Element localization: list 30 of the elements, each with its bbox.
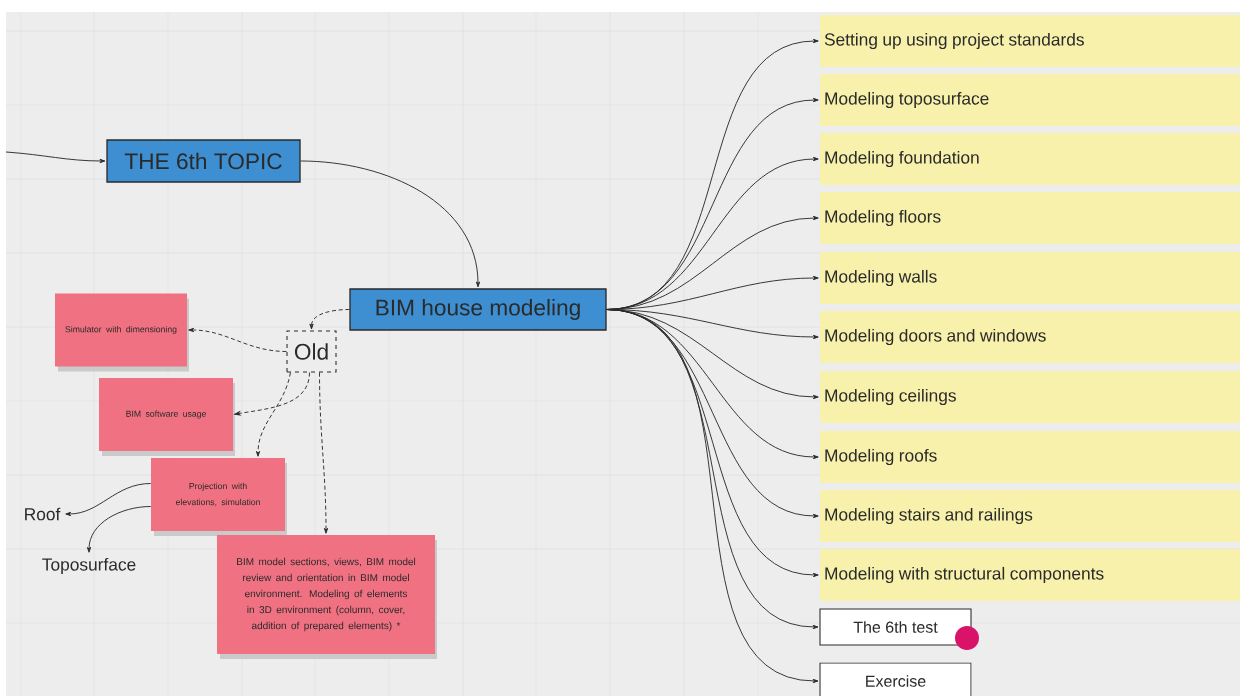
task-box: Modeling floors [820, 192, 1240, 244]
node-label: Toposurface [42, 557, 136, 575]
task-box: Modeling toposurface [820, 74, 1240, 126]
group-box: Old [286, 330, 337, 373]
topic-box: BIM house modeling [349, 288, 607, 331]
task-box: Modeling doors and windows [820, 311, 1240, 363]
arrow [255, 372, 291, 457]
arrow [234, 372, 310, 416]
arrow [5, 151, 106, 164]
task-box: The 6th test [819, 608, 972, 646]
arrow [65, 483, 152, 517]
task-box: Modeling ceilings [820, 371, 1240, 423]
task-box: Modeling with structural components [820, 549, 1240, 601]
arrow [319, 372, 329, 534]
arrow [188, 327, 287, 352]
sticky-note: BIM software usage [99, 378, 235, 456]
sticky-note: Projection with elevations, simulation [151, 458, 287, 536]
node-label: Roof [25, 507, 61, 521]
task-box: Exercise [819, 662, 972, 696]
task-box: Modeling foundation [820, 133, 1240, 185]
arrow [309, 309, 350, 330]
task-box: Modeling walls [820, 252, 1240, 304]
sticky-note: BIM model sections, views, BIM model review and orientation in BIM model environment. Modeling of elements in 3D environment (column, cover, addition of prepared elements) * [217, 535, 437, 659]
task-box: Setting up using project standards [820, 15, 1240, 67]
topic-box: THE 6th TOPIC [106, 139, 301, 183]
task-box: Modeling stairs and railings [820, 490, 1240, 542]
sticky-note: Simulator with dimensioning [55, 293, 189, 372]
arrow [86, 506, 152, 553]
task-box: Modeling roofs [820, 431, 1240, 483]
arrow [300, 160, 481, 288]
